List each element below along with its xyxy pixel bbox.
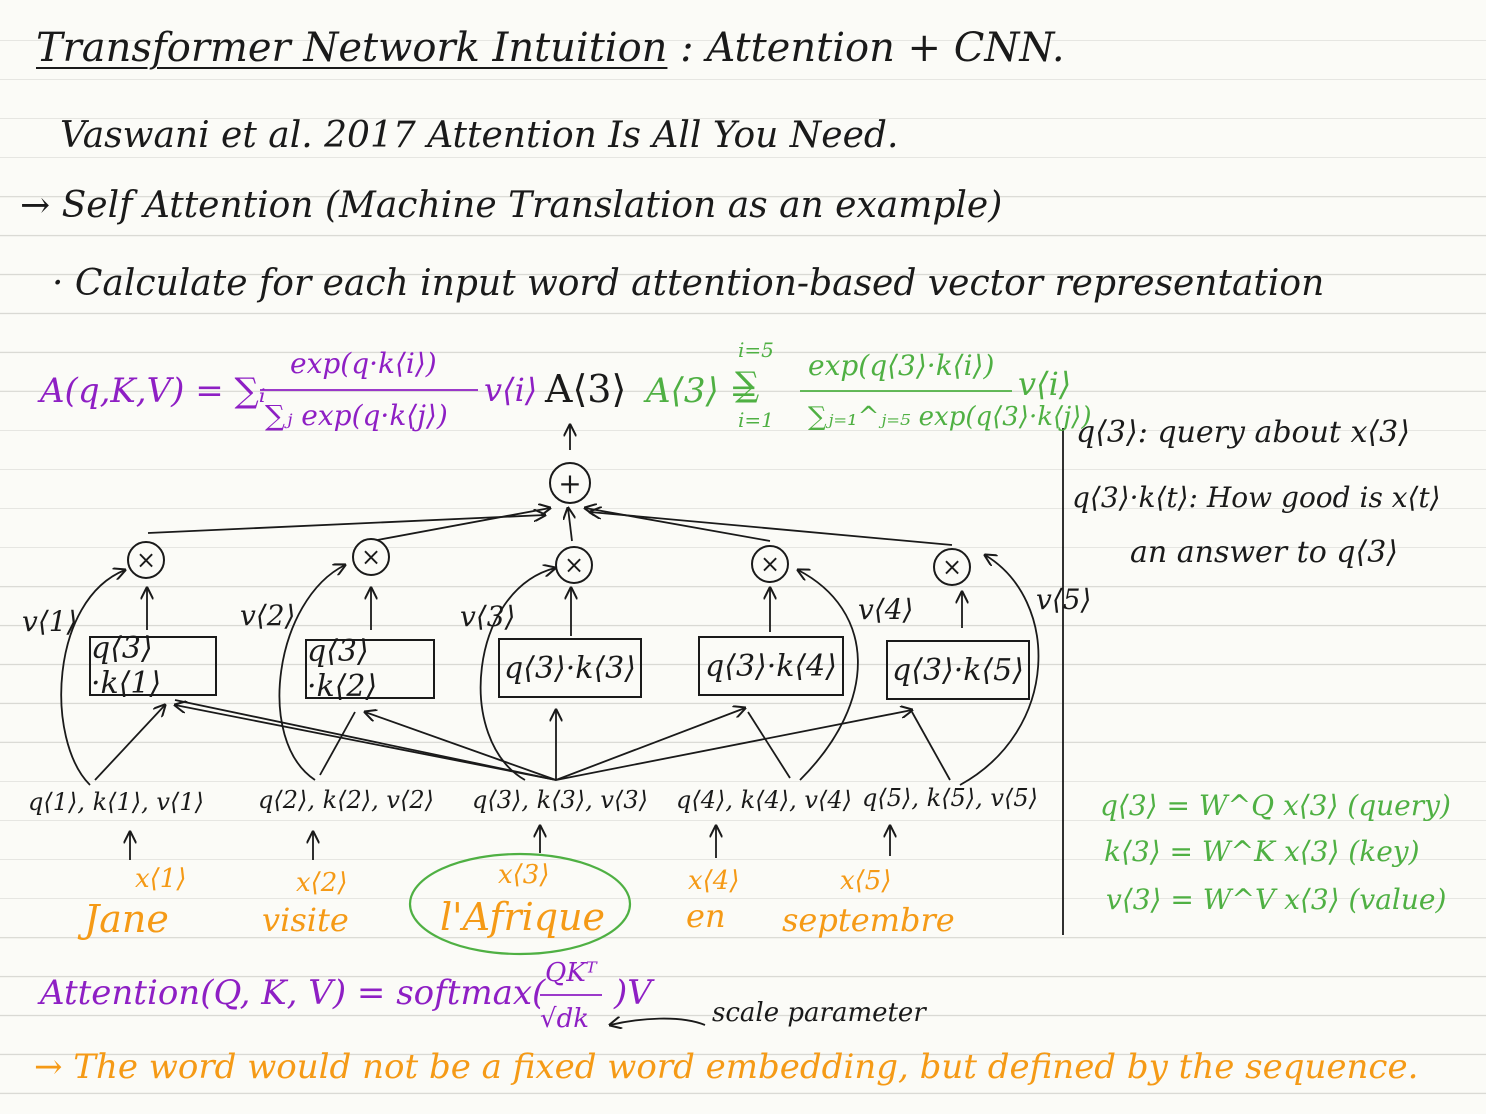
x3-label: x⟨3⟩ — [498, 860, 550, 890]
v1-curve — [60, 570, 125, 786]
arrow-x3-to-plus — [568, 508, 572, 542]
arrow-x1-to-plus — [147, 515, 545, 534]
word-septembre: septembre — [782, 901, 955, 939]
v4-curve — [798, 570, 859, 781]
a3-formula-tail: v⟨i⟩ — [1018, 365, 1072, 403]
a3-sum-bottom: i=1 — [738, 408, 774, 432]
arrow-x5-to-plus — [590, 512, 953, 546]
attention-formula-denominator: √dk — [540, 1004, 589, 1034]
v3-curve — [479, 568, 555, 781]
score-box-3: q⟨3⟩·k⟨3⟩ — [498, 638, 642, 698]
a3-formula-numerator: exp(q⟨3⟩·k⟨i⟩) — [808, 349, 995, 382]
attention-formula-rhs: )V — [614, 973, 652, 1013]
scale-parameter-note: scale parameter — [712, 998, 926, 1028]
self-attention-heading: → Self Attention (Machine Translation as… — [20, 185, 1003, 226]
a3-sum-sign: ∑ — [735, 365, 760, 405]
projection-key: k⟨3⟩ = W^K x⟨3⟩ (key) — [1104, 835, 1420, 868]
side-note-query: q⟨3⟩: query about x⟨3⟩ — [1076, 415, 1410, 450]
reference: Vaswani et al. 2017 Attention Is All You… — [60, 115, 899, 156]
x1-label: x⟨1⟩ — [135, 864, 187, 894]
projection-value: v⟨3⟩ = W^V x⟨3⟩ (value) — [1106, 883, 1447, 916]
general-formula-denominator: ∑ⱼ exp(q·k⟨j⟩) — [265, 399, 448, 432]
score-box-1: q⟨3⟩·k⟨1⟩ — [89, 631, 217, 701]
x2-label: x⟨2⟩ — [296, 868, 348, 898]
qkv-2: q⟨2⟩, k⟨2⟩, v⟨2⟩ — [258, 786, 434, 814]
v5-curve — [959, 555, 1040, 786]
qkv-5: q⟨5⟩, k⟨5⟩, v⟨5⟩ — [862, 784, 1038, 812]
arrow-k4 — [555, 708, 745, 781]
x5-label: x⟨5⟩ — [840, 866, 892, 896]
afrique-circle — [408, 852, 632, 956]
plus-node: + — [549, 462, 591, 504]
side-note-how-good: q⟨3⟩·k⟨t⟩: How good is x⟨t⟩ — [1072, 481, 1441, 514]
multiply-node-2: × — [352, 538, 390, 576]
general-formula-lhs: A(q,K,V) = ∑ᵢ — [40, 371, 266, 411]
scale-arrow — [610, 1019, 706, 1025]
arrow-q1-to-box1 — [94, 705, 165, 781]
arrow-x4-to-plus — [585, 508, 771, 542]
word-visite: visite — [262, 901, 349, 939]
v2-label: v⟨2⟩ — [240, 599, 296, 632]
multiply-node-3: × — [555, 546, 593, 584]
qkv-3: q⟨3⟩, k⟨3⟩, v⟨3⟩ — [472, 786, 648, 814]
arrow-x2-to-plus — [371, 508, 550, 542]
arrow-k5 — [555, 710, 912, 781]
word-jane: Jane — [84, 897, 169, 941]
x4-label: x⟨4⟩ — [688, 866, 740, 896]
attention-formula-lhs: Attention(Q, K, V) = softmax( — [40, 973, 546, 1013]
multiply-node-1: × — [127, 541, 165, 579]
q4-line — [747, 711, 791, 779]
a3-output-label: A⟨3⟩ — [545, 367, 627, 411]
v2-curve — [278, 565, 345, 781]
general-formula-numerator: exp(q·k⟨i⟩) — [290, 347, 437, 380]
general-formula-tail: v⟨i⟩ — [484, 371, 538, 409]
v3-label: v⟨3⟩ — [460, 600, 516, 633]
qkv-1: q⟨1⟩, k⟨1⟩, v⟨1⟩ — [28, 788, 204, 816]
v4-label: v⟨4⟩ — [858, 593, 914, 626]
qkv-4: q⟨4⟩, k⟨4⟩, v⟨4⟩ — [676, 786, 852, 814]
a3-formula-denominator: ∑ⱼ₌₁^ⱼ₌₅ exp(q⟨3⟩·k⟨j⟩) — [808, 402, 1092, 432]
multiply-node-5: × — [933, 548, 971, 586]
q5-line — [911, 711, 951, 781]
score-box-4: q⟨3⟩·k⟨4⟩ — [698, 636, 844, 696]
score-box-2: q⟨3⟩·k⟨2⟩ — [305, 634, 435, 704]
arrow-k2 — [365, 712, 557, 781]
word-lafrique: l'Afrique — [440, 895, 606, 939]
a3-formula-lhs: A⟨3⟩ = — [646, 371, 759, 411]
q3-spread — [174, 699, 557, 781]
word-en: en — [686, 897, 726, 935]
calculate-note: · Calculate for each input word attentio… — [52, 263, 1325, 304]
q2-line — [319, 711, 356, 776]
page-title: Transformer Network Intuition : Attentio… — [36, 25, 1065, 71]
projection-query: q⟨3⟩ = W^Q x⟨3⟩ (query) — [1100, 789, 1451, 822]
attention-formula-numerator: QKᵀ — [545, 958, 597, 988]
multiply-node-4: × — [751, 545, 789, 583]
score-box-5: q⟨3⟩·k⟨5⟩ — [886, 640, 1030, 700]
conclusion: → The word would not be a fixed word emb… — [34, 1047, 1419, 1087]
a3-sum-top: i=5 — [738, 338, 774, 362]
side-note-answer: an answer to q⟨3⟩ — [1130, 535, 1399, 570]
v1-label: v⟨1⟩ — [22, 605, 78, 638]
v5-label: v⟨5⟩ — [1036, 583, 1092, 616]
